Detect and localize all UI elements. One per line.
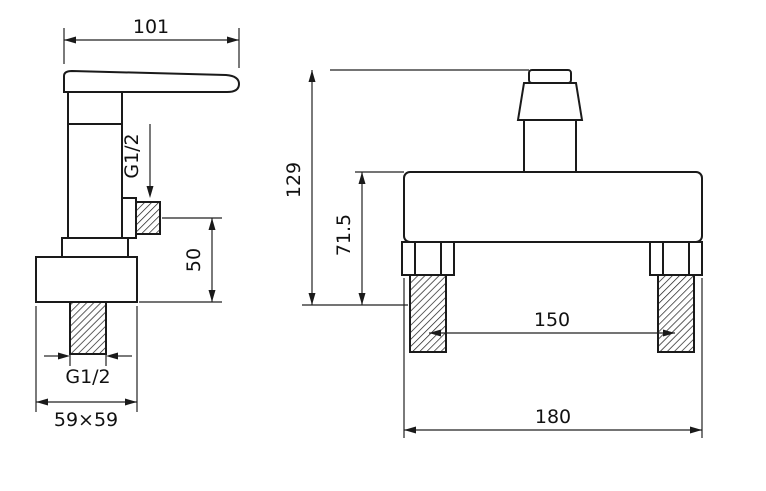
faucet-body	[67, 123, 123, 239]
arrow-right-icon	[663, 329, 675, 337]
front-view-outline	[401, 69, 703, 353]
arrow-left-icon	[106, 352, 118, 360]
side-view-outline	[35, 69, 241, 355]
handle-tip	[528, 69, 572, 84]
left-hex-nut	[401, 241, 455, 276]
dim-text-50: 50	[183, 248, 205, 272]
dim-text-129: 129	[283, 162, 305, 198]
arrow-right-icon	[690, 426, 702, 434]
dim-text-inlet-thread: G1/2	[65, 366, 110, 388]
arrow-left-icon	[64, 36, 76, 44]
handle-base	[67, 91, 123, 125]
right-inlet-pipe	[657, 274, 695, 353]
dimension-inlet-thread: G1/2	[44, 352, 132, 388]
arrow-right-icon	[58, 352, 70, 360]
dimension-handle-width: 101	[63, 16, 240, 68]
flange-plate	[35, 256, 138, 303]
arrow-up-icon	[308, 70, 316, 82]
dimension-body-height: 71.5	[333, 171, 404, 305]
dim-text-101: 101	[133, 16, 169, 38]
arrow-down-icon	[358, 293, 366, 305]
dimension-total-height: 129	[283, 69, 529, 306]
arrow-down-icon	[146, 186, 154, 198]
arrow-down-icon	[308, 293, 316, 305]
body-nut	[61, 237, 129, 258]
nut-outline	[649, 241, 703, 276]
side-view: 101 G1/2 50 G1/2	[35, 16, 241, 431]
cartridge-neck	[523, 119, 577, 173]
outlet-collar	[121, 197, 137, 239]
arrow-right-icon	[227, 36, 239, 44]
left-inlet-pipe	[409, 274, 447, 353]
dim-text-outlet-thread: G1/2	[121, 133, 143, 178]
dim-text-180: 180	[535, 406, 571, 428]
dimension-overall-width: 180	[403, 278, 703, 438]
dimension-inlet-spacing: 150	[429, 309, 675, 337]
arrow-left-icon	[36, 398, 48, 406]
arrow-left-icon	[404, 426, 416, 434]
mixer-body	[403, 171, 703, 243]
handle-lever	[63, 69, 241, 93]
dim-text-71-5: 71.5	[333, 214, 355, 256]
dim-text-150: 150	[534, 309, 570, 331]
arrow-right-icon	[125, 398, 137, 406]
front-view: 129 71.5 150 180	[283, 69, 703, 438]
right-hex-nut	[649, 241, 703, 276]
dimension-base-plate: 59×59	[35, 306, 138, 431]
handle-front	[516, 82, 584, 121]
arrow-left-icon	[429, 329, 441, 337]
arrow-down-icon	[208, 290, 216, 302]
inlet-pipe	[69, 301, 107, 355]
arrow-up-icon	[358, 172, 366, 184]
nut-outline	[401, 241, 455, 276]
label-outlet-thread: G1/2	[121, 124, 154, 198]
arrow-up-icon	[208, 218, 216, 230]
dim-text-base-plate: 59×59	[54, 409, 118, 431]
outlet-thread	[135, 201, 161, 235]
dimension-outlet-height: 50	[139, 217, 222, 303]
